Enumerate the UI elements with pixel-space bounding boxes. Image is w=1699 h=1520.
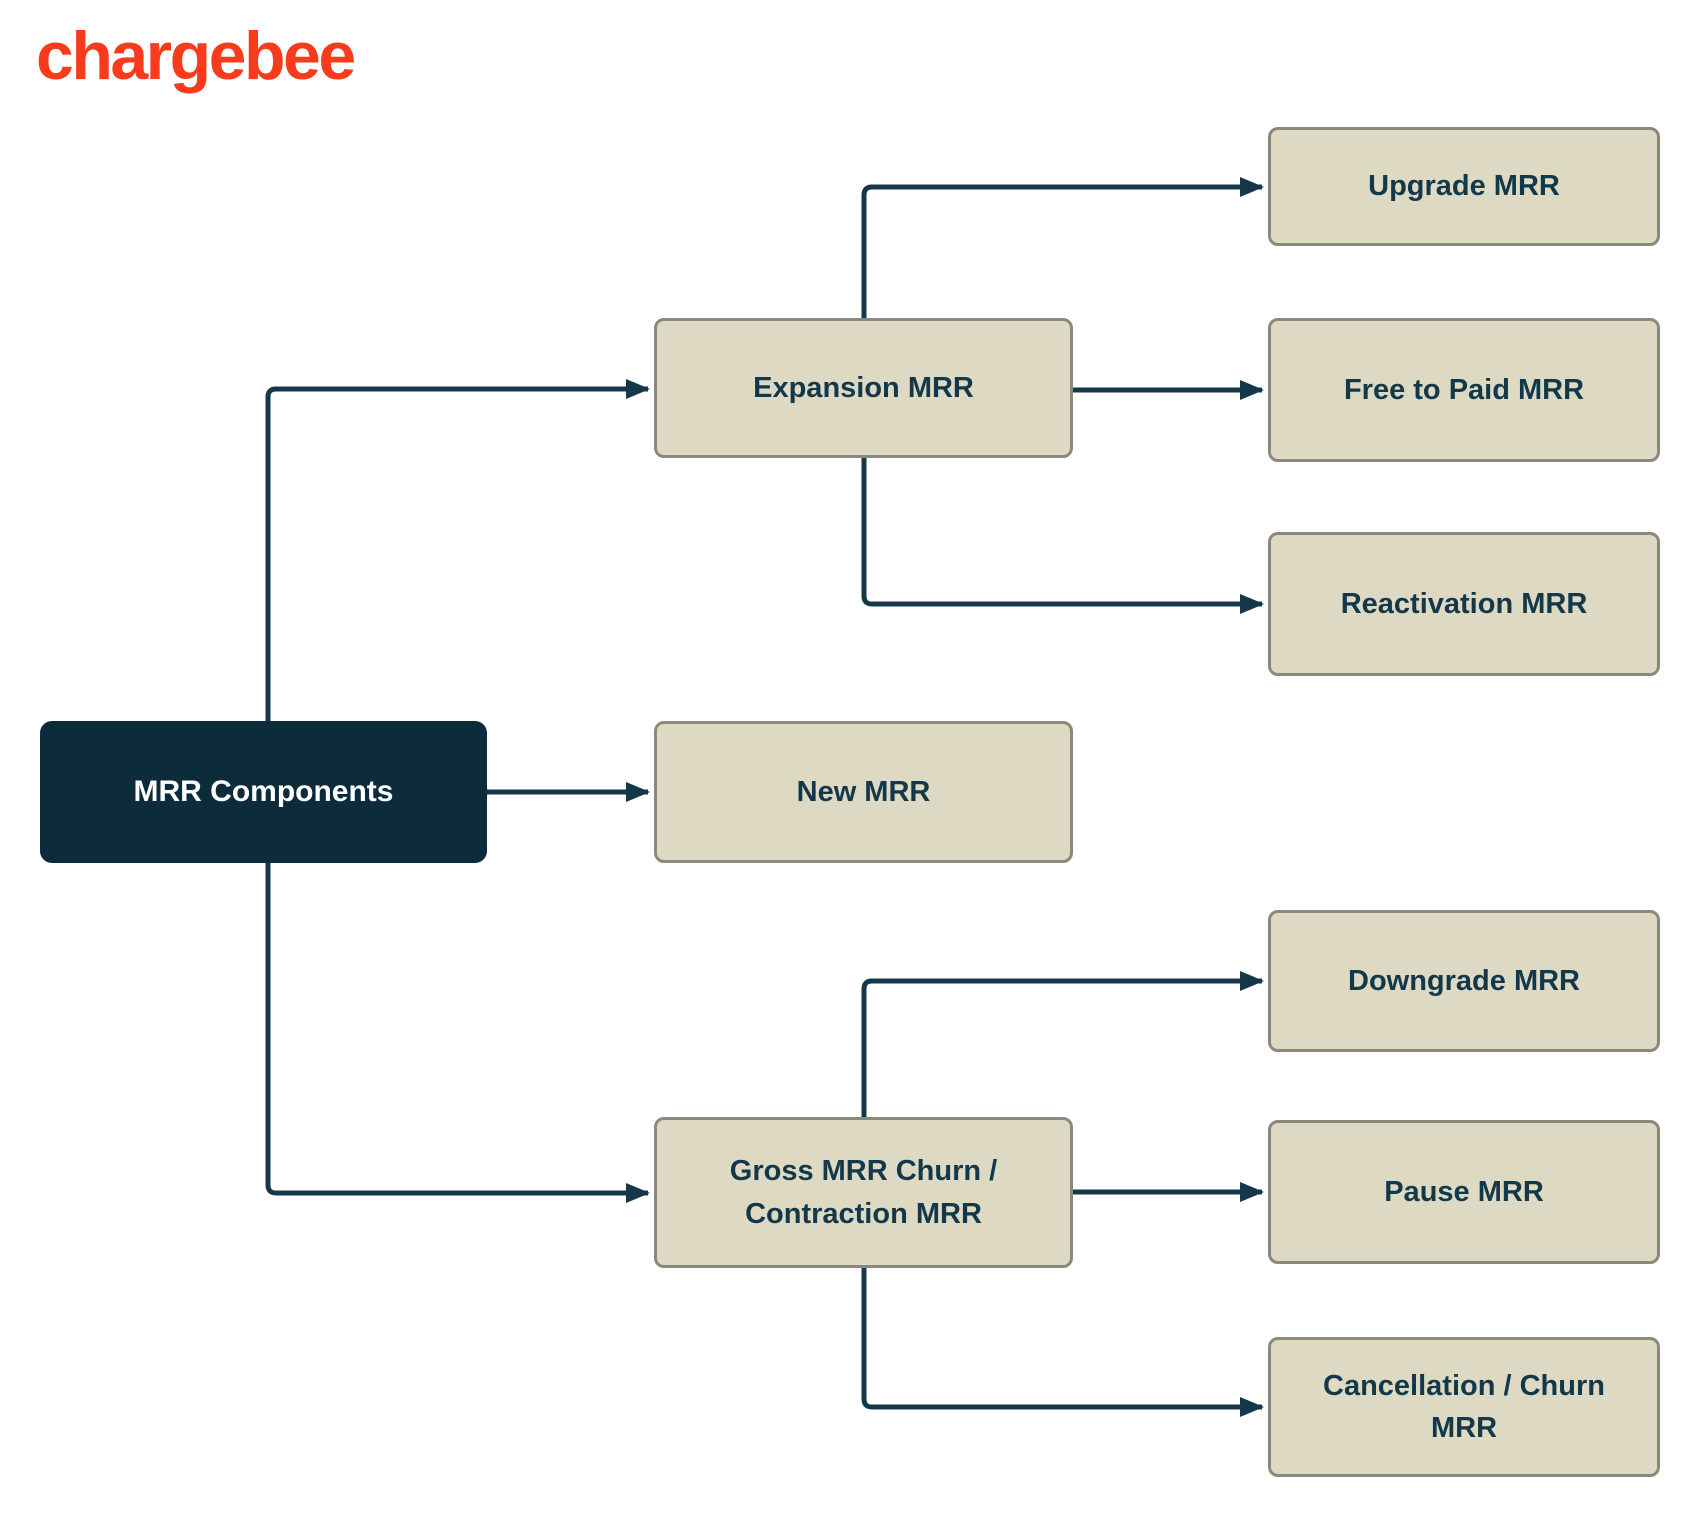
chargebee-logo: chargebee (36, 18, 356, 94)
node-downgrade-mrr: Downgrade MRR (1268, 910, 1660, 1052)
node-upgrade-mrr: Upgrade MRR (1268, 127, 1660, 246)
edge-expansion-to-reactivation (861, 458, 1264, 614)
node-expansion-mrr: Expansion MRR (654, 318, 1073, 458)
edge-expansion-to-upgrade (861, 177, 1264, 318)
edge-root-to-expansion (265, 379, 650, 721)
node-mrr-components: MRR Components (40, 721, 487, 863)
node-pause-mrr: Pause MRR (1268, 1120, 1660, 1264)
edge-gross-to-downgrade (861, 971, 1264, 1117)
node-cancellation-churn-mrr: Cancellation / Churn MRR (1268, 1337, 1660, 1477)
edge-gross-to-cancellation (861, 1268, 1264, 1417)
node-reactivation-mrr: Reactivation MRR (1268, 532, 1660, 676)
node-new-mrr: New MRR (654, 721, 1073, 863)
edge-root-to-gross-churn (265, 863, 650, 1203)
node-gross-mrr-churn: Gross MRR Churn / Contraction MRR (654, 1117, 1073, 1268)
node-free-to-paid-mrr: Free to Paid MRR (1268, 318, 1660, 462)
